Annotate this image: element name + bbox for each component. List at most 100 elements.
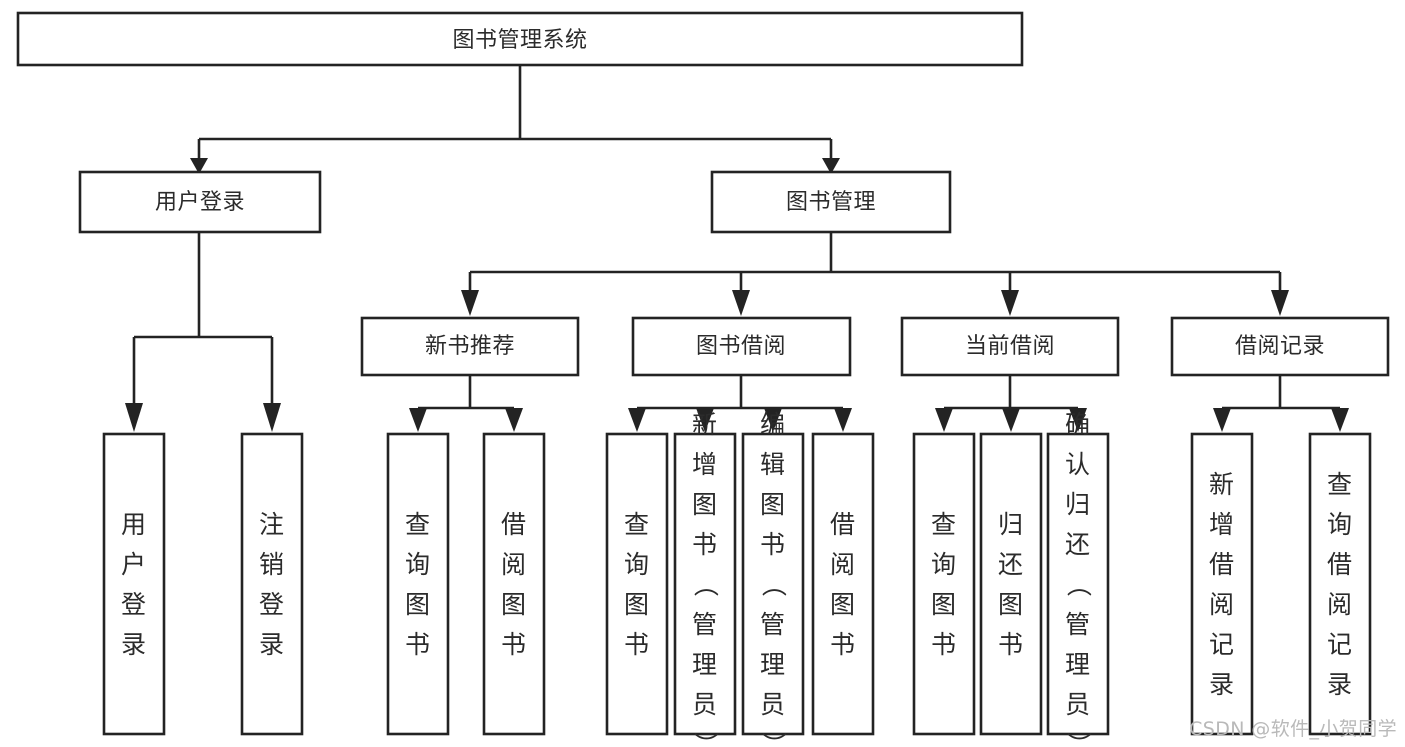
svg-text:增: 增 bbox=[692, 450, 718, 479]
svg-text:录: 录 bbox=[121, 630, 147, 659]
svg-text:借: 借 bbox=[830, 510, 856, 539]
edges bbox=[125, 65, 1349, 432]
leaf-box-11[interactable] bbox=[1046, 432, 1110, 736]
arrowhead-leaf-7 bbox=[764, 408, 782, 432]
leaf-box-13[interactable] bbox=[1308, 432, 1372, 736]
svg-text:查: 查 bbox=[931, 510, 957, 539]
svg-text:阅: 阅 bbox=[1327, 590, 1353, 619]
arrowhead-leaf-10 bbox=[1002, 408, 1020, 432]
svg-text:记: 记 bbox=[1209, 630, 1235, 659]
svg-text:（: （ bbox=[691, 572, 720, 598]
svg-text:书: 书 bbox=[760, 530, 786, 559]
svg-text:理: 理 bbox=[692, 650, 718, 679]
leaf-box-6[interactable] bbox=[673, 432, 737, 736]
svg-text:户: 户 bbox=[121, 550, 147, 579]
svg-text:图: 图 bbox=[760, 490, 786, 519]
arrowhead-leaf-2 bbox=[263, 403, 281, 432]
svg-text:书: 书 bbox=[692, 530, 718, 559]
book-borrow-box[interactable] bbox=[631, 316, 852, 377]
svg-text:借: 借 bbox=[1209, 550, 1235, 579]
user-login-box[interactable] bbox=[78, 170, 322, 234]
svg-text:用: 用 bbox=[121, 510, 147, 539]
svg-text:阅: 阅 bbox=[1209, 590, 1235, 619]
borrow-record-label: 借阅记录 bbox=[1235, 334, 1325, 359]
arrowhead-leaf-4 bbox=[505, 408, 523, 432]
book-management-box[interactable] bbox=[710, 170, 952, 234]
svg-text:书: 书 bbox=[405, 630, 431, 659]
node-root[interactable]: 图书管理系统 bbox=[16, 11, 1024, 67]
svg-text:员: 员 bbox=[692, 690, 718, 719]
svg-text:销: 销 bbox=[259, 550, 285, 579]
node-user-login[interactable]: 用户登录 bbox=[78, 170, 322, 234]
current-borrow-label: 当前借阅 bbox=[965, 334, 1055, 359]
leaf-box-3[interactable] bbox=[386, 432, 450, 736]
svg-text:理: 理 bbox=[1065, 650, 1091, 679]
arrowhead-record bbox=[1271, 290, 1289, 316]
svg-text:还: 还 bbox=[1065, 530, 1091, 559]
svg-text:借: 借 bbox=[501, 510, 527, 539]
svg-text:认: 认 bbox=[1065, 450, 1091, 479]
svg-text:书: 书 bbox=[830, 630, 856, 659]
svg-text:询: 询 bbox=[1327, 510, 1353, 539]
svg-text:编: 编 bbox=[760, 410, 786, 439]
root-label: 图书管理系统 bbox=[452, 28, 587, 53]
node-book-management[interactable]: 图书管理 bbox=[710, 170, 952, 234]
svg-text:图: 图 bbox=[405, 590, 431, 619]
node-new-book-recommend[interactable]: 新书推荐 bbox=[360, 316, 580, 377]
current-borrow-box[interactable] bbox=[900, 316, 1120, 377]
arrowhead-leaf-13 bbox=[1331, 408, 1349, 432]
arrowhead-leaf-6 bbox=[696, 408, 714, 432]
leaf-box-2[interactable] bbox=[240, 432, 304, 736]
arrowhead-leaf-12 bbox=[1213, 408, 1231, 432]
node-borrow-record[interactable]: 借阅记录 bbox=[1170, 316, 1390, 377]
svg-text:查: 查 bbox=[405, 510, 431, 539]
leaf-box-9[interactable] bbox=[912, 432, 976, 736]
new-book-recommend-box[interactable] bbox=[360, 316, 580, 377]
leaf-box-8[interactable] bbox=[811, 432, 875, 736]
arrowhead-leaf-9 bbox=[935, 408, 953, 432]
svg-text:理: 理 bbox=[760, 650, 786, 679]
arrowhead-current bbox=[1001, 290, 1019, 316]
svg-text:录: 录 bbox=[1327, 670, 1353, 699]
leaf-box-1[interactable] bbox=[102, 432, 166, 736]
borrow-record-box[interactable] bbox=[1170, 316, 1390, 377]
svg-text:阅: 阅 bbox=[501, 550, 527, 579]
svg-text:记: 记 bbox=[1327, 630, 1353, 659]
leaf-box-7[interactable] bbox=[741, 432, 805, 736]
leaf-labels: 用户登录注销登录查询图书借阅图书查询图书新增图书（管理员）编辑图书（管理员）借阅… bbox=[121, 410, 1353, 747]
arrowhead-newbook bbox=[461, 290, 479, 316]
svg-text:员: 员 bbox=[760, 690, 786, 719]
arrowhead-book-mgmt bbox=[822, 158, 840, 174]
svg-text:询: 询 bbox=[405, 550, 431, 579]
svg-text:）: ） bbox=[691, 732, 720, 747]
svg-text:询: 询 bbox=[931, 550, 957, 579]
leaf-box-4[interactable] bbox=[482, 432, 546, 736]
root-box[interactable] bbox=[16, 11, 1024, 67]
svg-text:管: 管 bbox=[760, 610, 786, 639]
svg-text:图: 图 bbox=[692, 490, 718, 519]
node-current-borrow[interactable]: 当前借阅 bbox=[900, 316, 1120, 377]
svg-text:录: 录 bbox=[259, 630, 285, 659]
leaf-box-10[interactable] bbox=[979, 432, 1043, 736]
arrowhead-borrow bbox=[732, 290, 750, 316]
svg-text:（: （ bbox=[759, 572, 788, 598]
leaf-box-12[interactable] bbox=[1190, 432, 1254, 736]
arrowhead-leaf-3 bbox=[409, 408, 427, 432]
svg-text:查: 查 bbox=[1327, 470, 1353, 499]
svg-text:登: 登 bbox=[259, 590, 285, 619]
svg-text:归: 归 bbox=[1065, 490, 1091, 519]
node-book-borrow[interactable]: 图书借阅 bbox=[631, 316, 852, 377]
leaf-box-5[interactable] bbox=[605, 432, 669, 736]
svg-text:阅: 阅 bbox=[830, 550, 856, 579]
user-login-label: 用户登录 bbox=[155, 190, 245, 215]
